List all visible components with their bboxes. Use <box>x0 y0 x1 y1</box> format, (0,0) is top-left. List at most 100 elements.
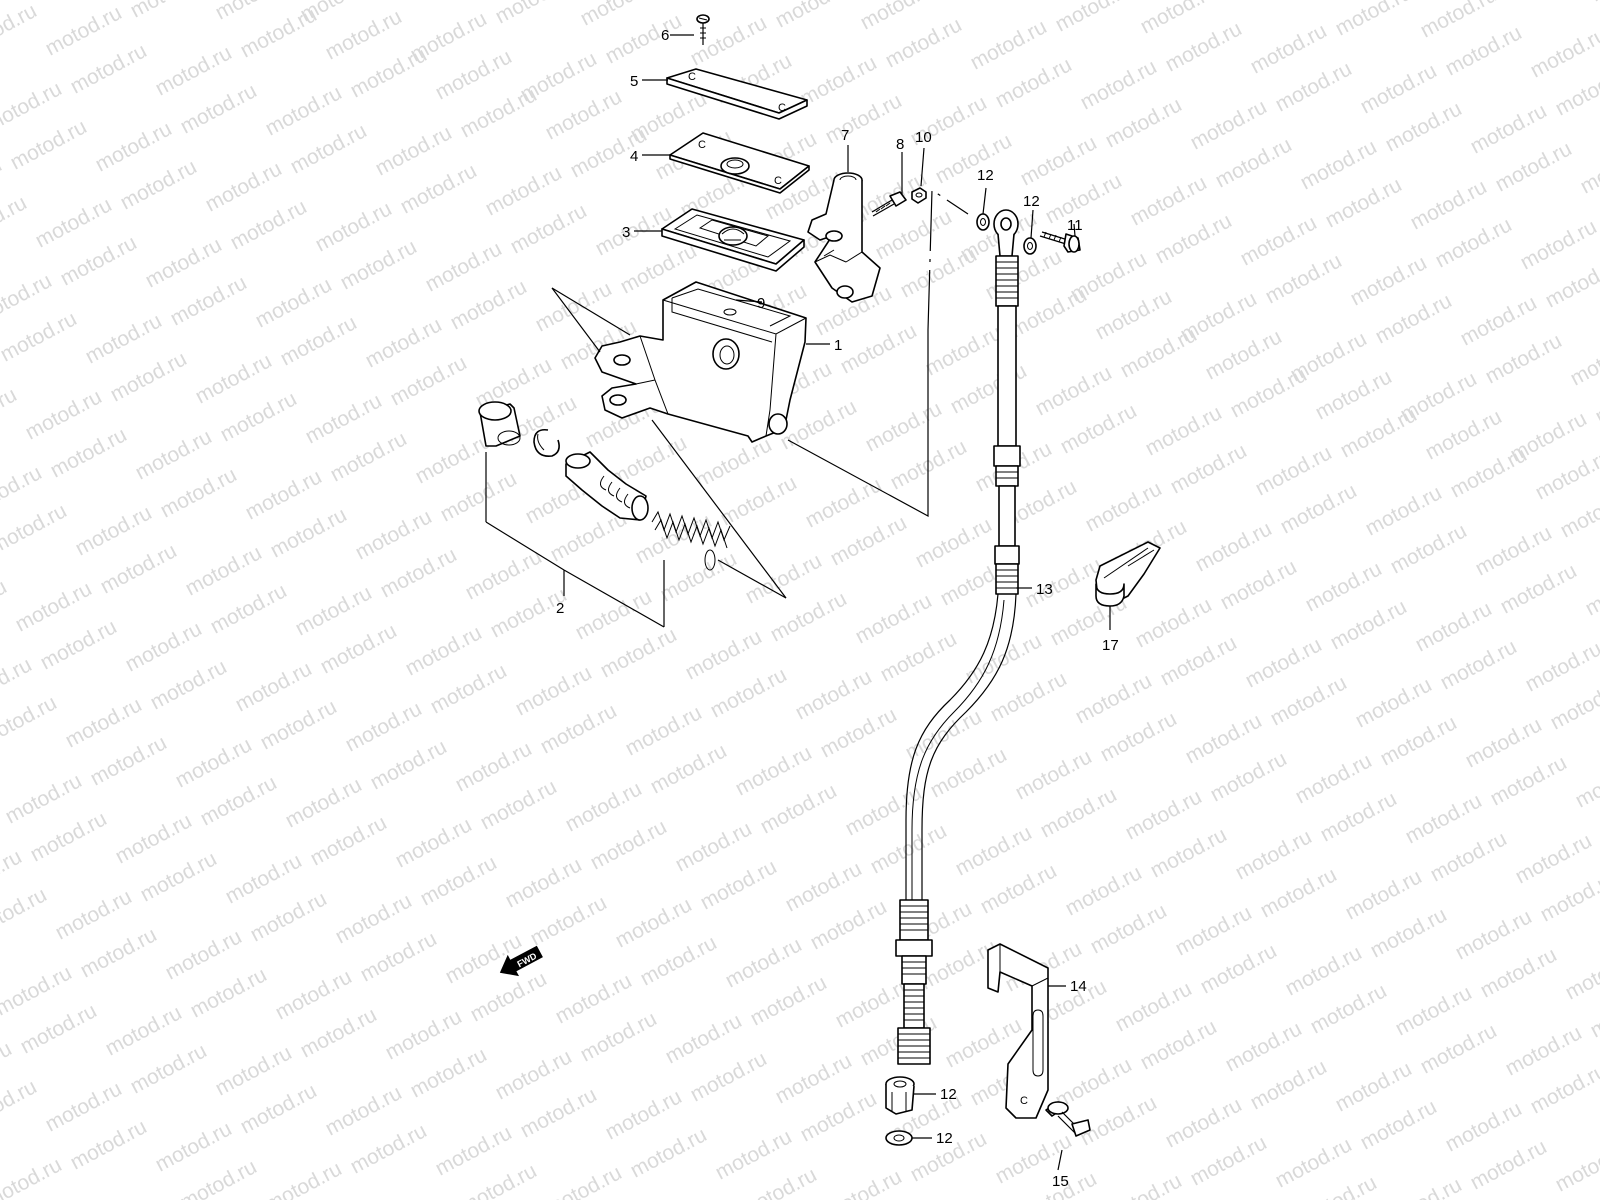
watermark-text: motod.ru <box>897 243 981 302</box>
watermark-text: motod.ru <box>802 473 886 532</box>
watermark-text: motod.ru <box>1537 867 1600 926</box>
watermark-text: motod.ru <box>1192 517 1276 576</box>
watermark-text: motod.ru <box>202 157 286 216</box>
watermark-text: motod.ru <box>1342 865 1426 924</box>
watermark-text: motod.ru <box>402 621 486 680</box>
watermark-text: motod.ru <box>1232 825 1316 884</box>
watermark-text: motod.ru <box>1357 59 1441 118</box>
watermark-text: motod.ru <box>517 1083 601 1142</box>
watermark-text: motod.ru <box>1577 139 1600 198</box>
watermark-text: motod.ru <box>927 743 1011 802</box>
callout-2: 2 <box>556 600 564 617</box>
watermark-text: motod.ru <box>797 51 881 110</box>
watermark-text: motod.ru <box>512 661 596 720</box>
watermark-text: motod.ru <box>152 1117 236 1176</box>
watermark-text: motod.ru <box>352 505 436 564</box>
watermark-text: motod.ru <box>72 501 156 560</box>
watermark-text: motod.ru <box>407 1043 491 1102</box>
watermark-text: motod.ru <box>362 313 446 372</box>
watermark-text: motod.ru <box>1412 597 1496 656</box>
watermark-text: motod.ru <box>1082 477 1166 536</box>
watermark-text: motod.ru <box>1292 749 1376 808</box>
watermark-text: motod.ru <box>0 883 51 942</box>
watermark-text: motod.ru <box>992 53 1076 112</box>
watermark-text: motod.ru <box>1207 747 1291 806</box>
watermark-text: motod.ru <box>112 809 196 868</box>
callout-3: 3 <box>622 224 630 241</box>
watermark-text: motod.ru <box>1502 0 1586 4</box>
watermark-text: motod.ru <box>182 541 266 600</box>
watermark-text: motod.ru <box>1052 0 1136 36</box>
watermark-text: motod.ru <box>22 385 106 444</box>
callout-6: 6 <box>661 27 669 44</box>
watermark-text: motod.ru <box>477 775 561 834</box>
watermark-text: motod.ru <box>1162 17 1246 76</box>
watermark-text: motod.ru <box>1127 171 1211 230</box>
part-6-screw <box>696 14 710 45</box>
watermark-text: motod.ru <box>147 655 231 714</box>
watermark-text: motod.ru <box>1307 979 1391 1038</box>
watermark-text: motod.ru <box>367 735 451 794</box>
watermark-text: motod.ru <box>432 45 516 104</box>
watermark-text: motod.ru <box>392 813 476 872</box>
watermark-text: motod.ru <box>1402 789 1486 848</box>
watermark-text: motod.ru <box>862 397 946 456</box>
watermark-text: motod.ru <box>1077 55 1161 114</box>
watermark-text: motod.ru <box>347 43 431 102</box>
watermark-text: motod.ru <box>1147 823 1231 882</box>
watermark-text: motod.ru <box>137 847 221 906</box>
svg-text:C: C <box>774 175 782 187</box>
watermark-text: motod.ru <box>0 1153 66 1200</box>
watermark-text: motod.ru <box>1387 519 1471 578</box>
watermark-text: motod.ru <box>132 425 216 484</box>
watermark-text: motod.ru <box>282 773 366 832</box>
watermark-text: motod.ru <box>662 1009 746 1068</box>
watermark-text: motod.ru <box>1117 323 1201 382</box>
watermark-text: motod.ru <box>1327 595 1411 654</box>
watermark-text: motod.ru <box>552 969 636 1028</box>
watermark-text: motod.ru <box>1407 175 1491 234</box>
watermark-text: motod.ru <box>327 427 411 486</box>
watermark-text: motod.ru <box>877 627 961 686</box>
watermark-text: motod.ru <box>1237 211 1321 270</box>
watermark-text: motod.ru <box>262 81 346 140</box>
watermark-text: motod.ru <box>267 503 351 562</box>
watermark-text: motod.ru <box>227 195 311 254</box>
watermark-text: motod.ru <box>232 657 316 716</box>
watermark-text: motod.ru <box>1422 405 1506 464</box>
watermark-text: motod.ru <box>797 1087 881 1146</box>
watermark-text: motod.ru <box>77 923 161 982</box>
watermark-text: motod.ru <box>1017 131 1101 190</box>
watermark-text: motod.ru <box>62 693 146 752</box>
watermark-text: motod.ru <box>452 737 536 796</box>
watermark-text: motod.ru <box>1467 1135 1551 1194</box>
watermark-text: motod.ru <box>1332 0 1416 40</box>
watermark-text: motod.ru <box>1447 443 1531 502</box>
watermark-text: motod.ru <box>1277 479 1361 538</box>
watermark-text: motod.ru <box>1172 901 1256 960</box>
watermark-text: motod.ru <box>1442 21 1526 80</box>
watermark-text: motod.ru <box>12 577 96 636</box>
watermark-text: motod.ru <box>602 1085 686 1144</box>
leader-lines <box>485 34 1111 1171</box>
watermark-text: motod.ru <box>712 1125 796 1184</box>
watermark-text: motod.ru <box>157 463 241 522</box>
watermark-text: motod.ru <box>1322 173 1406 232</box>
callout-12-upper: 12 <box>977 167 994 184</box>
watermark-text: motod.ru <box>1137 1015 1221 1074</box>
watermark-text: motod.ru <box>447 275 531 334</box>
watermark-text: motod.ru <box>0 191 31 250</box>
callout-14: 12 <box>940 1086 957 1103</box>
watermark-text: motod.ru <box>1012 745 1096 804</box>
part-1-master-cylinder <box>594 281 807 443</box>
watermark-text: motod.ru <box>537 699 621 758</box>
watermark-text: motod.ru <box>867 819 951 878</box>
watermark-text: motod.ru <box>237 3 321 62</box>
watermark-text: motod.ru <box>732 741 816 800</box>
watermark-text: motod.ru <box>722 933 806 992</box>
watermark-text: motod.ru <box>1352 673 1436 732</box>
watermark-text: motod.ru <box>612 893 696 952</box>
callout-17: 17 <box>1102 637 1119 654</box>
watermark-text: motod.ru <box>767 587 851 646</box>
watermark-text: motod.ru <box>1087 899 1171 958</box>
